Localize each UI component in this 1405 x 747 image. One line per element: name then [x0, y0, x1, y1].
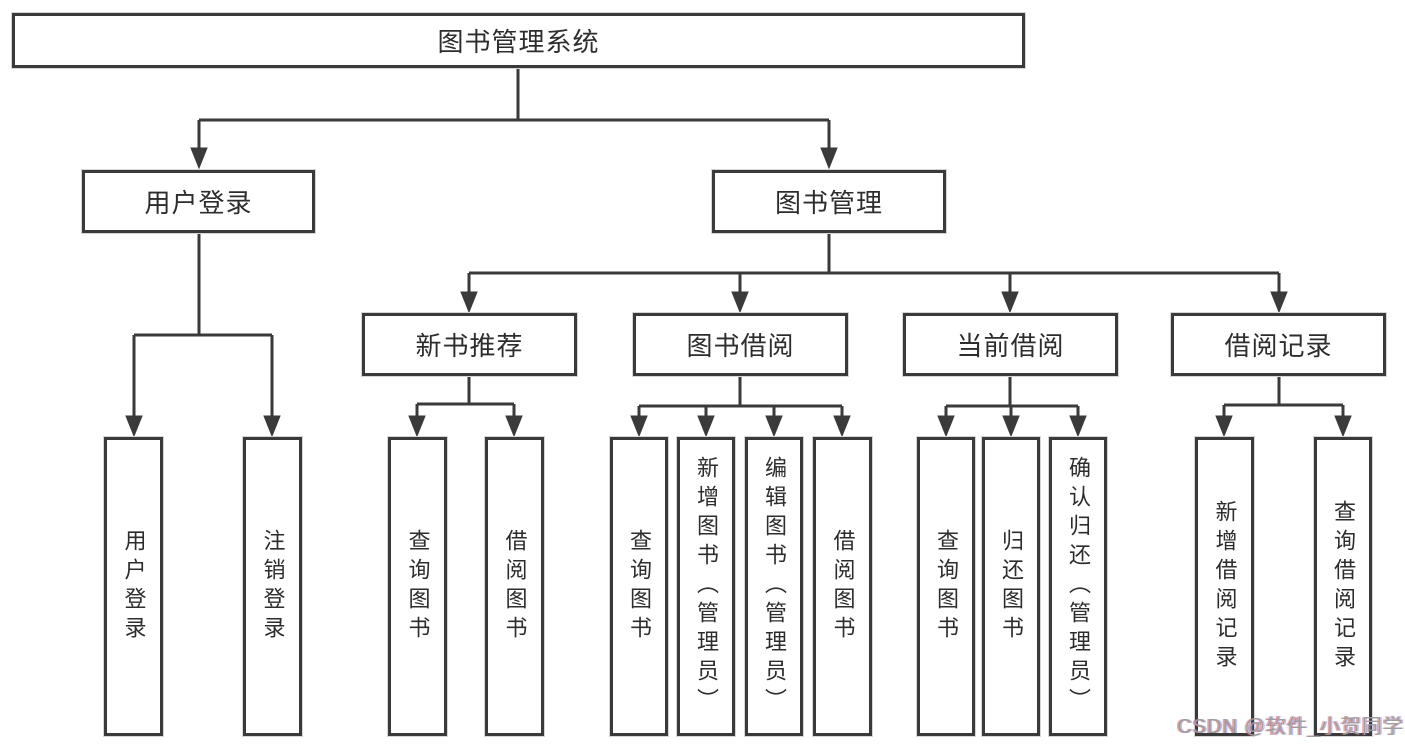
- node-label: 借阅图书: [830, 528, 856, 645]
- node-current-borrow: 当前借阅: [903, 313, 1118, 376]
- connector-book-borrow-branch: [630, 376, 851, 438]
- connector-borrow-records-branch: [1215, 376, 1352, 438]
- node-label: 用户登录: [144, 188, 253, 218]
- arrowhead: [1069, 415, 1087, 438]
- leaf-query-borrow-record: 查询借阅记录: [1314, 437, 1372, 736]
- node-label: 注销登录: [260, 528, 286, 645]
- arrowhead: [820, 147, 838, 170]
- arrowhead: [1334, 415, 1352, 438]
- leaf-logout: 注销登录: [243, 437, 302, 736]
- leaf-query-books-borrow: 查询图书: [610, 437, 668, 736]
- node-label: 确认归还（管理员）: [1066, 456, 1091, 717]
- leaf-query-books-recommend: 查询图书: [388, 437, 447, 736]
- leaf-add-borrow-record: 新增借阅记录: [1195, 437, 1254, 736]
- node-label: 新增借阅记录: [1212, 499, 1238, 674]
- leaf-user-login: 用户登录: [104, 437, 163, 736]
- node-label: 查询图书: [934, 528, 959, 645]
- node-label: 查询借阅记录: [1331, 499, 1356, 674]
- node-label: 编辑图书（管理员）: [762, 456, 787, 717]
- leaf-borrow-books: 借阅图书: [813, 437, 872, 736]
- leaf-query-books-current: 查询图书: [917, 437, 975, 736]
- leaf-edit-book-admin: 编辑图书（管理员）: [745, 437, 803, 736]
- connector-book-management-branch: [460, 233, 1288, 314]
- arrowhead: [1270, 291, 1288, 314]
- arrowhead: [630, 415, 648, 438]
- node-label: 新增图书（管理员）: [694, 456, 719, 717]
- node-label: 借阅图书: [502, 528, 528, 645]
- node-label: 借阅记录: [1224, 331, 1333, 361]
- arrowhead: [263, 415, 281, 438]
- node-label: 新书推荐: [415, 331, 524, 361]
- leaf-add-book-admin: 新增图书（管理员）: [677, 437, 735, 736]
- leaf-borrow-books-recommend: 借阅图书: [485, 437, 544, 736]
- node-label: 查询图书: [405, 528, 431, 645]
- leaf-return-book: 归还图书: [982, 437, 1040, 736]
- node-label: 图书管理: [774, 188, 883, 218]
- node-label: 查询图书: [627, 528, 652, 645]
- arrowhead: [1002, 415, 1020, 438]
- node-library-system: 图书管理系统: [12, 13, 1025, 68]
- arrowhead: [125, 415, 143, 438]
- node-new-book-recommend: 新书推荐: [362, 313, 577, 376]
- node-label: 图书管理系统: [437, 27, 600, 57]
- arrowhead: [833, 415, 851, 438]
- arrowhead: [937, 415, 955, 438]
- node-user-login: 用户登录: [82, 170, 315, 233]
- node-label: 用户登录: [121, 528, 147, 645]
- node-book-management: 图书管理: [712, 170, 946, 233]
- arrowhead: [697, 415, 715, 438]
- arrowhead: [765, 415, 783, 438]
- arrowhead: [460, 291, 478, 314]
- connector-new-book-branch: [408, 376, 523, 438]
- node-label: 归还图书: [999, 528, 1024, 645]
- arrowhead: [505, 415, 523, 438]
- node-book-borrow: 图书借阅: [633, 313, 848, 376]
- arrowhead: [190, 147, 208, 170]
- connector-user-login-branch: [125, 233, 281, 438]
- connector-root-to-level2: [190, 68, 838, 170]
- leaf-confirm-return-admin: 确认归还（管理员）: [1049, 437, 1107, 736]
- arrowhead: [1215, 415, 1233, 438]
- node-label: 图书借阅: [686, 331, 795, 361]
- node-borrow-records: 借阅记录: [1171, 313, 1386, 376]
- arrowhead: [731, 291, 749, 314]
- csdn-watermark: CSDN @软件_小贺同学: [1177, 716, 1404, 738]
- arrowhead: [408, 415, 426, 438]
- connector-current-borrow-branch: [937, 376, 1087, 438]
- arrowhead: [1001, 291, 1019, 314]
- node-label: 当前借阅: [956, 331, 1065, 361]
